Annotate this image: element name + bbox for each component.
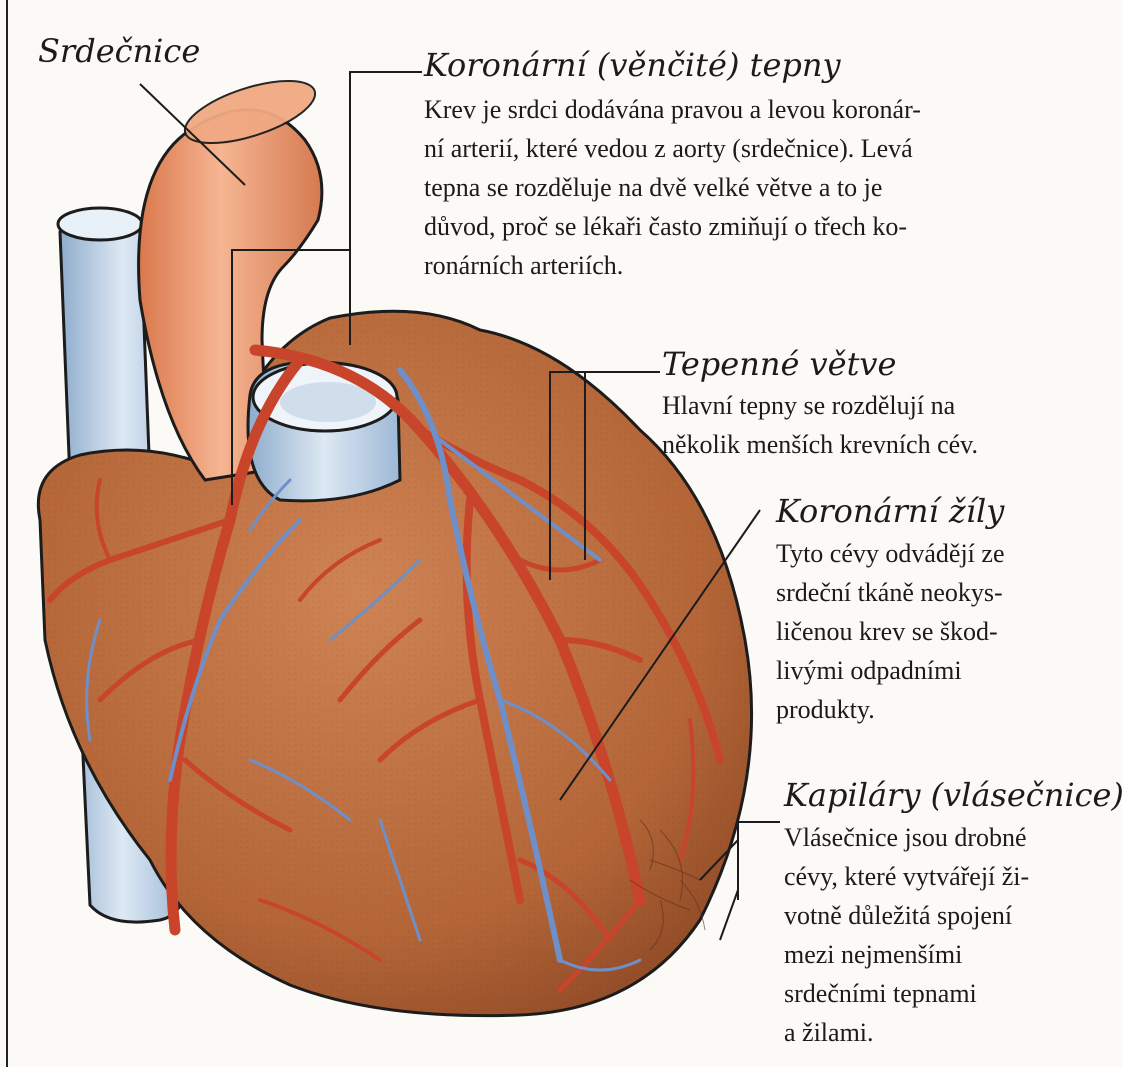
capillaries-text: Vlásečnice jsou drobné cévy, které vytvá… — [784, 818, 1104, 1052]
artery-branches-text: Hlavní tepny se rozdělují na několik men… — [662, 386, 1112, 464]
coronary-arteries-title: Koronární (věnčité) tepny — [424, 48, 841, 83]
coronary-veins-text: Tyto cévy odvádějí ze srdeční tkáně neok… — [776, 534, 1106, 729]
aorta-label: Srdečnice — [38, 34, 200, 69]
pulmonary-vessel — [248, 362, 400, 501]
coronary-arteries-text: Krev je srdci dodávána pravou a levou ko… — [424, 90, 1114, 285]
coronary-veins-title: Koronární žíly — [776, 494, 1004, 529]
artery-branches-title: Tepenné větve — [662, 347, 896, 382]
capillaries-title: Kapiláry (vlásečnice) — [784, 778, 1122, 813]
